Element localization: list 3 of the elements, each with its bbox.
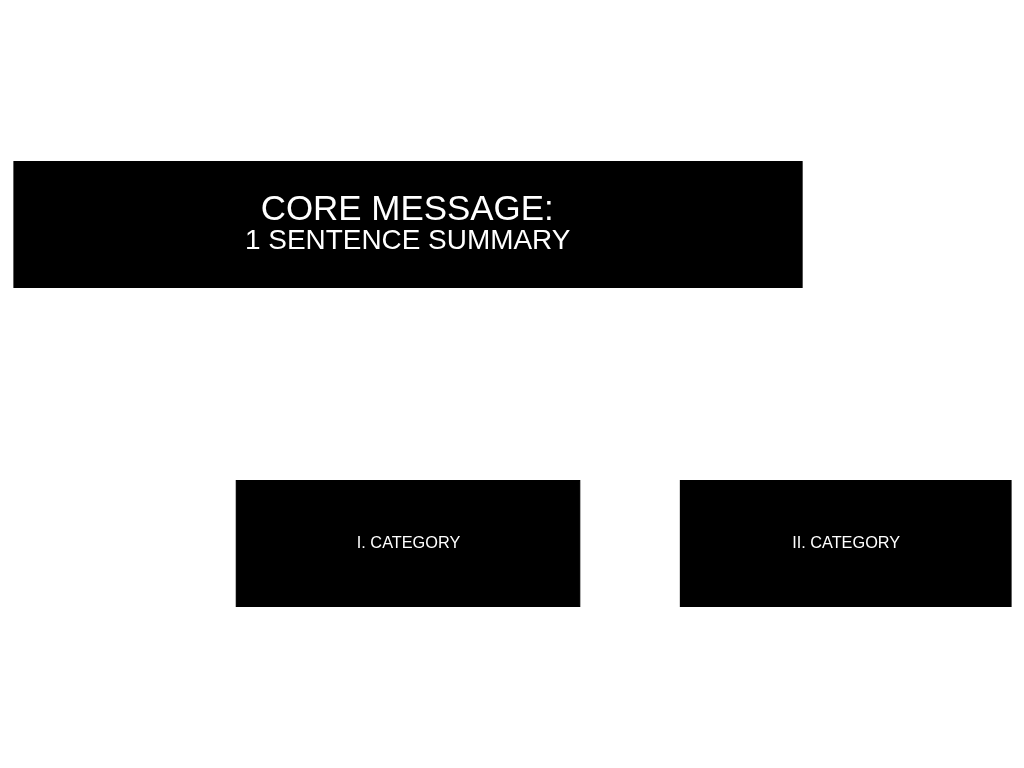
- node-box: CORE MESSAGE: 1 SENTENCE SUMMARY: [12, 161, 803, 288]
- node-box: I. CATEGORY: [235, 480, 580, 607]
- node-box: II. CATEGORY: [679, 480, 1012, 607]
